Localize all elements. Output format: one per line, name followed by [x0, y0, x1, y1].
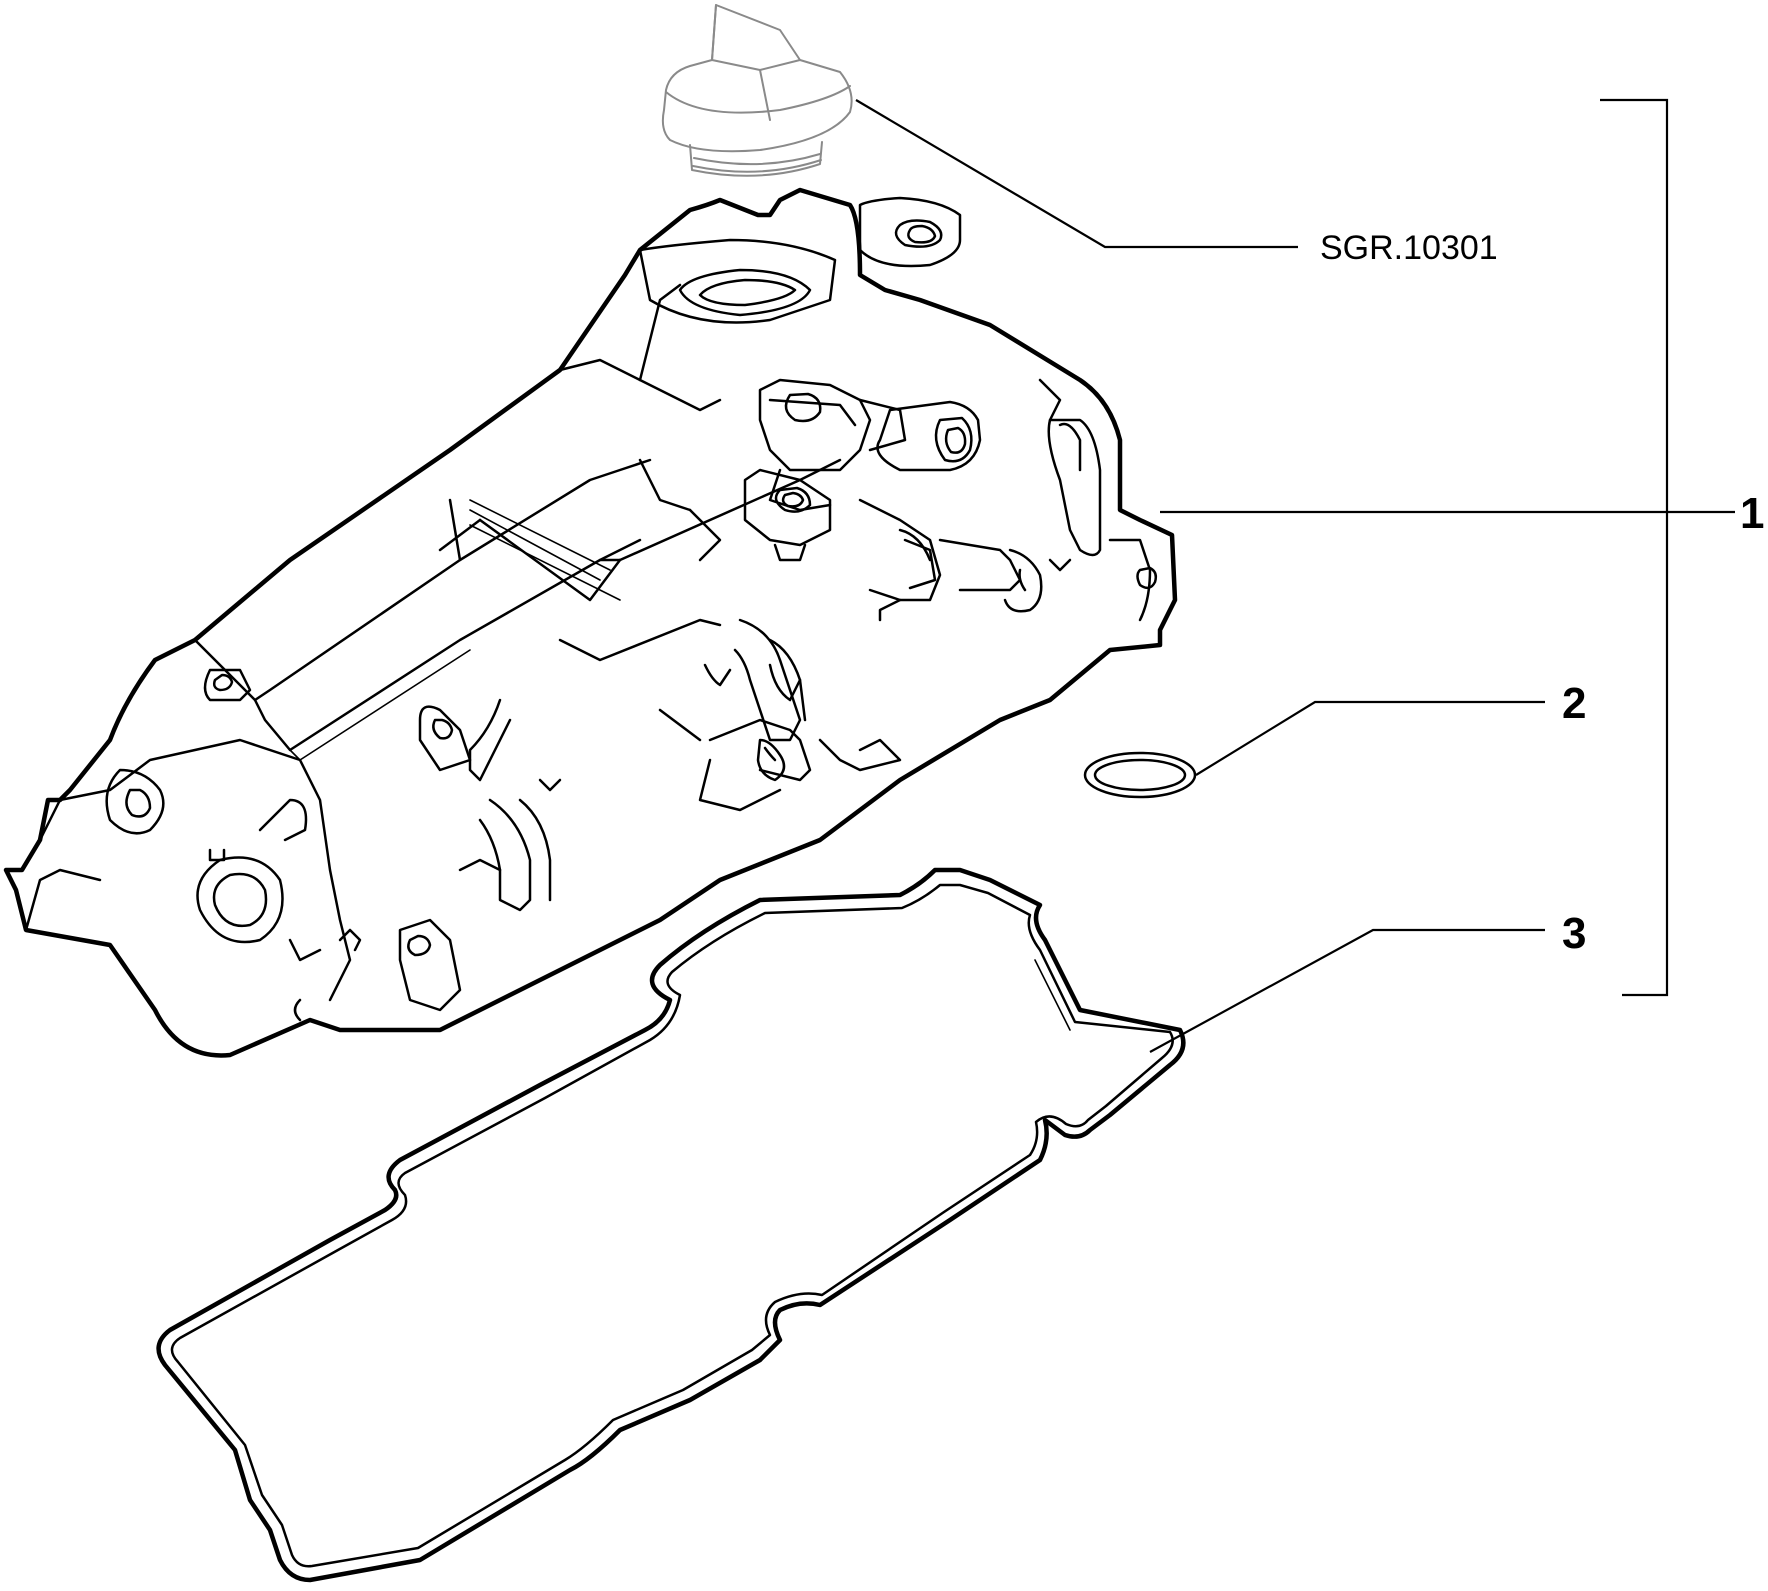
oil-filler-cap[interactable]	[661, 4, 853, 177]
assembly-bracket	[1600, 98, 1669, 997]
leader-line-ref-cap	[855, 99, 1298, 249]
label-ref-cap[interactable]: SGR.10301	[1320, 229, 1498, 267]
o-ring-seal[interactable]	[1083, 751, 1197, 799]
valve-cover[interactable]	[3, 187, 1178, 1058]
label-part-2[interactable]: 2	[1562, 679, 1586, 728]
label-part-1[interactable]: 1	[1740, 489, 1764, 538]
leader-line-3	[1149, 928, 1545, 1053]
leader-line-2	[1195, 700, 1545, 776]
label-part-3[interactable]: 3	[1562, 909, 1586, 958]
cover-gasket[interactable]	[156, 867, 1186, 1583]
